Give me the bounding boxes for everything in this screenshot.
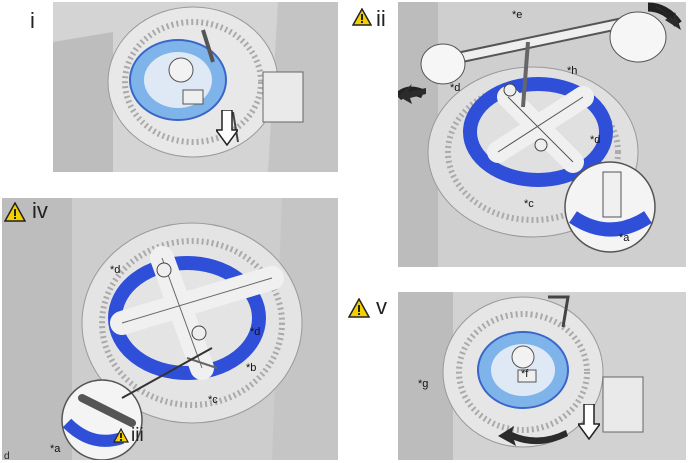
rotate-arrow-icon: [398, 84, 426, 104]
rotate-arrow-icon: [655, 6, 681, 30]
callout-label-b: *b: [246, 362, 257, 374]
callout-label-d: *d: [250, 326, 261, 338]
callout-label-e: *e: [512, 9, 523, 21]
panel-step-ii: [398, 2, 686, 267]
warning-icon: [4, 202, 26, 222]
warning-icon: [348, 298, 370, 318]
down-arrow-icon: [578, 404, 600, 440]
callout-label-c: *c: [524, 198, 534, 210]
step-label-iii: iii: [131, 425, 144, 446]
callout-label-f: *f: [521, 368, 529, 380]
step-label-v: v: [376, 294, 387, 319]
callout-label-d: *d: [590, 134, 601, 146]
panel-step-v: [398, 292, 686, 460]
callout-label-d: *d: [110, 264, 121, 276]
callout-label-d: *d: [450, 82, 461, 94]
callout-label-c: *c: [208, 394, 218, 406]
panel-step-iv: [2, 198, 338, 460]
warning-icon: [113, 428, 129, 443]
rotate-arrow-icon: [498, 426, 568, 446]
callout-label-g: *g: [418, 378, 429, 390]
step-label-iv: iv: [32, 198, 48, 223]
fuel-pump-illustration-ii: [398, 2, 686, 267]
fuel-pump-illustration-iv: [2, 198, 338, 460]
down-arrow-icon: [216, 110, 238, 146]
fuel-pump-illustration-v: [398, 292, 686, 460]
fuel-pump-illustration-i: [53, 2, 338, 172]
panel-step-i: [53, 2, 338, 172]
callout-label-a: *a: [619, 232, 630, 244]
warning-icon: [352, 8, 372, 26]
step-label-ii: ii: [376, 6, 386, 31]
step-label-i: i: [30, 8, 35, 33]
document-id: d: [4, 451, 10, 462]
callout-label-h: *h: [567, 65, 578, 77]
callout-label-a: *a: [50, 443, 61, 455]
